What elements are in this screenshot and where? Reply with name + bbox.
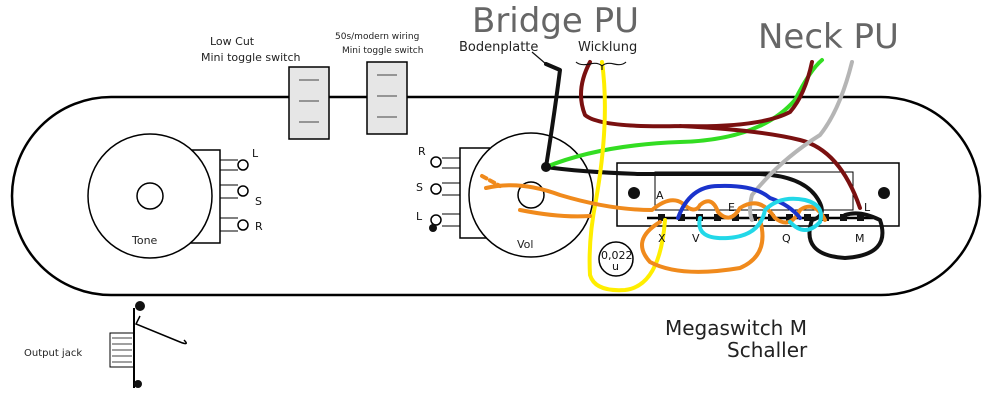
capacitor bbox=[598, 241, 634, 277]
black-wire-bodenplatte bbox=[544, 62, 824, 222]
low-cut-toggle-switch bbox=[288, 66, 330, 140]
switch-pin-v-label: V bbox=[692, 232, 700, 245]
tone-pin-r-label: R bbox=[255, 220, 263, 233]
neck-pu-label: Neck PU bbox=[758, 17, 899, 57]
switch-pin-a-label: A bbox=[656, 189, 664, 202]
vol-pin-s-label: S bbox=[416, 181, 423, 194]
orange-wire-dashed bbox=[480, 174, 502, 188]
pickup-label-brackets bbox=[531, 51, 627, 70]
black-wire-ground-loop bbox=[807, 211, 885, 260]
capacitor-value-label: 0,022 bbox=[601, 249, 633, 262]
tone-pin-s-label: S bbox=[255, 195, 262, 208]
low-cut-label: Low Cut bbox=[210, 35, 255, 48]
switch-pin-l-label: L bbox=[864, 201, 871, 214]
vol-pin-r-label: R bbox=[418, 145, 426, 158]
wicklung-label: Wicklung bbox=[578, 40, 637, 55]
yellow-wire bbox=[587, 60, 667, 293]
megaswitch-label: Megaswitch M bbox=[665, 316, 807, 340]
orange-wire-vol bbox=[518, 208, 592, 219]
schaller-label: Schaller bbox=[727, 338, 808, 362]
tone-label: Tone bbox=[131, 234, 158, 247]
low-cut-sublabel: Mini toggle switch bbox=[201, 51, 301, 64]
wiring-mode-label: 50s/modern wiring bbox=[335, 32, 419, 42]
vol-pin-l-label: L bbox=[416, 210, 423, 223]
cyan-wire bbox=[697, 196, 823, 241]
switch-pin-e-label: E bbox=[728, 201, 735, 214]
brown-wire bbox=[579, 60, 862, 210]
wires bbox=[480, 58, 885, 293]
bodenplatte-label: Bodenplatte bbox=[459, 40, 538, 55]
blue-wire bbox=[676, 183, 802, 220]
wiring-mode-sublabel: Mini toggle switch bbox=[342, 46, 423, 56]
switch-pin-m-label: M bbox=[855, 232, 865, 245]
capacitor-unit-label: u bbox=[612, 260, 619, 273]
wiring-mode-toggle-switch bbox=[366, 61, 408, 135]
ground-junction-dot bbox=[541, 162, 551, 172]
orange-wire-main bbox=[484, 183, 827, 225]
grey-wire bbox=[748, 60, 854, 222]
output-jack bbox=[109, 301, 187, 388]
switch-pin-q-label: Q bbox=[782, 232, 791, 245]
orange-wire-lower bbox=[640, 218, 765, 274]
tone-pin-l-label: L bbox=[252, 147, 259, 160]
volume-potentiometer bbox=[429, 132, 594, 258]
output-jack-label: Output jack bbox=[24, 348, 82, 359]
vol-label: Vol bbox=[517, 238, 533, 251]
switch-pin-x-label: X bbox=[658, 232, 666, 245]
bridge-pu-label: Bridge PU bbox=[472, 1, 639, 41]
tone-potentiometer bbox=[87, 133, 249, 259]
